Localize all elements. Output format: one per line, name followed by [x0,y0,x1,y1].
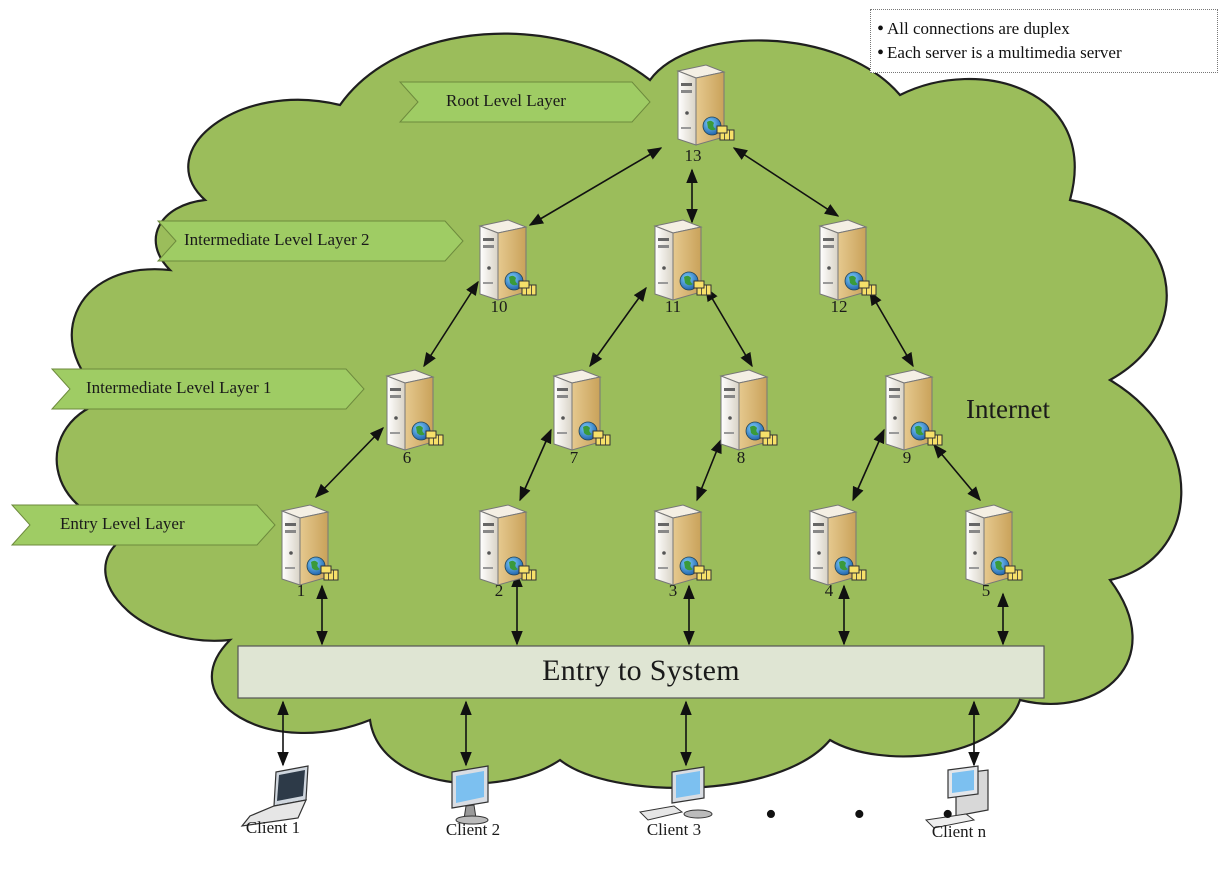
duplex-arrow [528,147,663,226]
monitor-icon [451,765,489,825]
node-number-12: 12 [830,297,848,316]
layer-label-root: Root Level Layer [446,91,566,110]
node-number-4: 4 [824,581,834,600]
client-label-n: Client n [931,822,987,841]
node-number-11: 11 [664,297,682,316]
internet-label: Internet [966,394,1050,424]
note-multimedia-text: Each server is a multimedia server [887,43,1122,62]
server-icon [807,504,867,588]
server-body [384,369,444,453]
connection-links [277,147,1009,767]
server-icon [817,219,877,303]
server-icon [551,369,611,453]
node-number-13: 13 [684,146,702,165]
server-body [477,504,537,588]
duplex-arrow [696,438,722,502]
layer-label-entry: Entry Level Layer [60,514,185,533]
duplex-arrow [314,426,385,499]
duplex-arrow [869,290,914,368]
node-number-8: 8 [736,448,746,467]
server-body [675,64,735,148]
pc-keyboard [924,813,976,829]
layer-banner [156,220,464,262]
server-body [652,219,712,303]
duplex-arrow [423,280,479,368]
layer-label-intermediate-1: Intermediate Level Layer 1 [86,378,272,397]
entry-to-system-box [237,645,1045,699]
more-clients-ellipsis: • • • [765,796,988,833]
layer-banner [398,81,651,123]
monitor-screen [456,771,484,803]
entry-to-system-label: Entry to System [542,654,740,687]
laptop-icon [240,765,309,827]
node-number-7: 7 [569,448,579,467]
server-icon [883,369,943,453]
server-icon [675,64,735,148]
duplex-arrow [852,428,885,502]
desktop-icon [638,766,713,821]
server-icon [652,504,712,588]
duplex-arrow [732,147,840,217]
client-label-1: Client 1 [245,818,301,837]
layer-banner [50,368,365,410]
duplex-arrow [933,443,981,502]
monitor-base [455,815,489,825]
server-body [652,504,712,588]
note-duplex: •All connections are duplex [877,18,1070,40]
server-body [817,219,877,303]
node-number-3: 3 [668,581,678,600]
server-body [551,369,611,453]
server-body [477,219,537,303]
client-devices [240,765,989,829]
server-icon [279,504,339,588]
node-number-2: 2 [494,581,504,600]
duplex-arrow [705,286,753,368]
node-number-5: 5 [981,581,991,600]
node-number-6: 6 [402,448,412,467]
notes-box: •All connections are duplex •Each server… [870,9,1218,73]
duplex-arrow [589,286,647,368]
client-label-2: Client 2 [445,820,501,839]
layer-banners [10,81,651,546]
pc-screen [952,770,974,793]
server-icon [384,369,444,453]
desktop-stand [683,809,713,819]
desktop-screen [676,771,700,798]
server-icon [963,504,1023,588]
pc-tower-icon [924,765,989,829]
note-duplex-text: All connections are duplex [887,19,1070,38]
server-icon [477,504,537,588]
client-label-3: Client 3 [646,820,702,839]
desktop-keyboard [638,805,684,821]
server-body [883,369,943,453]
server-body [718,369,778,453]
server-icon [477,219,537,303]
node-number-9: 9 [902,448,912,467]
server-icon [652,219,712,303]
note-multimedia: •Each server is a multimedia server [877,42,1122,64]
layer-label-intermediate-2: Intermediate Level Layer 2 [184,230,370,249]
laptop-display [277,770,305,801]
duplex-arrow [519,428,552,502]
node-number-1: 1 [296,581,306,600]
node-number-10: 10 [490,297,508,316]
server-body [963,504,1023,588]
laptop-keyboard [240,799,308,827]
server-body [279,504,339,588]
layer-banner [10,504,276,546]
server-icon [718,369,778,453]
server-body [807,504,867,588]
